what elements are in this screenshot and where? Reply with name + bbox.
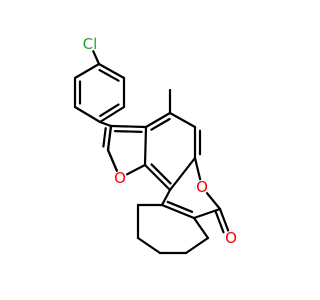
- bond-C2-O1: [106, 148, 118, 172]
- bond-p4-p5: [73, 105, 102, 124]
- bond-C7-O7: [218, 207, 230, 232]
- bond-p3-p4: [98, 105, 126, 124]
- structure-diagram: Cl O O O: [73, 35, 237, 255]
- bond-Cl-p1: [92, 50, 101, 66]
- bond-p4-C3: [98, 120, 113, 128]
- bond-p1-p2: [97, 62, 126, 80]
- bond-p1-p2-second-line: [98, 68, 120, 82]
- bond-C2-C3: [106, 124, 113, 152]
- bond-C5a-C6a: [168, 156, 197, 192]
- bond-C2-C3-second-line: [102, 127, 107, 148]
- bond-C3-C3a: [109, 124, 148, 129]
- bond-R1-R2: [136, 236, 162, 255]
- bond-p3-p4-second-line: [99, 103, 120, 118]
- carbonyl-oxygen-label: O: [225, 229, 237, 247]
- bond-C3-C3a-second-line: [113, 130, 143, 133]
- bond-C9b-C3a: [143, 125, 148, 167]
- atom-label-layer: Cl O O O: [83, 35, 237, 247]
- bond-C6a-C9b: [143, 163, 172, 192]
- bond-R3-R4: [184, 236, 210, 255]
- bond-C6a-C9b-second-line: [150, 163, 172, 185]
- molecule-canvas: Cl O O O: [73, 35, 237, 255]
- bond-R4-C8: [192, 216, 210, 240]
- chlorine-atom-label: Cl: [83, 35, 98, 53]
- bond-C3a-C4: [144, 111, 172, 129]
- bond-C8-C9-second-line: [166, 200, 194, 213]
- bond-C7-C8: [192, 207, 222, 220]
- furan-oxygen-label: O: [114, 169, 126, 187]
- bond-C7-O7-second-line: [214, 209, 225, 234]
- bond-C9-C6a: [160, 188, 172, 207]
- bond-C4-C5: [168, 111, 197, 129]
- bond-p6-p1: [73, 62, 101, 80]
- bond-C3a-C4-second-line: [150, 117, 171, 131]
- bond-C5a-O6: [193, 156, 202, 181]
- bond-C8-C9: [160, 203, 196, 220]
- bond-layer: [73, 50, 230, 255]
- bond-O1-C9b: [125, 163, 147, 176]
- lactone-ring-oxygen-label: O: [196, 178, 208, 196]
- bond-O6-C7: [205, 192, 222, 211]
